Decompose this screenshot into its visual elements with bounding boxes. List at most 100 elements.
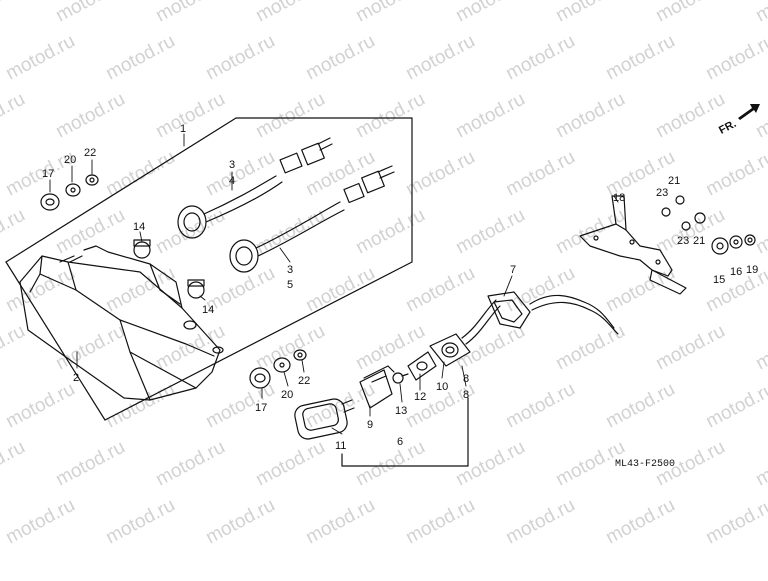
watermark-text: motod.ru bbox=[602, 379, 678, 433]
license-lamp-case bbox=[359, 365, 395, 409]
fastener-23-lower bbox=[681, 221, 691, 231]
watermark-text: motod.ru bbox=[552, 321, 628, 375]
watermark-text: motod.ru bbox=[752, 437, 768, 491]
watermark-text: motod.ru bbox=[702, 379, 768, 433]
watermark-text: motod.ru bbox=[102, 495, 178, 549]
watermark-text: motod.ru bbox=[52, 321, 128, 375]
watermark-text: motod.ru bbox=[352, 89, 428, 143]
watermark-text: motod.ru bbox=[352, 205, 428, 259]
callout-7: 7 bbox=[510, 264, 516, 276]
watermark-text: motod.ru bbox=[0, 437, 29, 491]
watermark-text: motod.ru bbox=[452, 321, 528, 375]
watermark-text: motod.ru bbox=[52, 0, 128, 26]
watermark-text: motod.ru bbox=[2, 495, 78, 549]
watermark-text: motod.ru bbox=[702, 31, 768, 85]
watermark-text: motod.ru bbox=[502, 31, 578, 85]
callout-20-lower: 20 bbox=[281, 389, 293, 401]
watermark-text: motod.ru bbox=[402, 147, 478, 201]
watermark-text: motod.ru bbox=[402, 31, 478, 85]
watermark-text: motod.ru bbox=[452, 205, 528, 259]
callout-20-upper: 20 bbox=[64, 154, 76, 166]
watermark-text: motod.ru bbox=[2, 379, 78, 433]
watermark-text: motod.ru bbox=[752, 321, 768, 375]
callout-2: 2 bbox=[73, 372, 79, 384]
license-bulb bbox=[392, 372, 409, 384]
callout-5: 5 bbox=[287, 279, 293, 291]
nut-lower bbox=[293, 349, 307, 361]
watermark-text: motod.ru bbox=[602, 495, 678, 549]
watermark-text: motod.ru bbox=[752, 89, 768, 143]
grommet-15 bbox=[711, 237, 729, 255]
callout-6: 6 bbox=[397, 436, 403, 448]
socket-harness-upper bbox=[177, 137, 333, 239]
callout-8-upper: 8 bbox=[463, 389, 469, 401]
watermark-text: motod.ru bbox=[602, 31, 678, 85]
watermark-text: motod.ru bbox=[452, 0, 528, 26]
watermark-text: motod.ru bbox=[152, 437, 228, 491]
watermark-text: motod.ru bbox=[202, 31, 278, 85]
watermark-text: motod.ru bbox=[152, 89, 228, 143]
callout-1: 1 bbox=[180, 123, 186, 135]
callout-22-lower: 22 bbox=[298, 375, 310, 387]
callout-21-lower: 21 bbox=[693, 235, 705, 247]
watermark-text: motod.ru bbox=[502, 379, 578, 433]
callout-18: 18 bbox=[613, 192, 625, 204]
watermark-text: motod.ru bbox=[402, 263, 478, 317]
watermark-text: motod.ru bbox=[552, 205, 628, 259]
watermark-text: motod.ru bbox=[252, 0, 328, 26]
watermark-text: motod.ru bbox=[752, 205, 768, 259]
watermark-text: motod.ru bbox=[252, 321, 328, 375]
watermark-text: motod.ru bbox=[102, 31, 178, 85]
nut-upper bbox=[85, 174, 99, 186]
direction-arrow-icon bbox=[738, 104, 760, 120]
watermark-text: motod.ru bbox=[402, 495, 478, 549]
watermark-text: motod.ru bbox=[52, 205, 128, 259]
leader-lines bbox=[49, 133, 619, 435]
callout-15: 15 bbox=[713, 274, 725, 286]
watermark-text: motod.ru bbox=[502, 495, 578, 549]
watermark-text: motod.ru bbox=[302, 495, 378, 549]
callout-21-upper: 21 bbox=[668, 175, 680, 187]
tail-lamp-lens bbox=[19, 245, 224, 401]
watermark-text: motod.ru bbox=[652, 0, 728, 26]
callout-3-upper: 3 bbox=[229, 159, 235, 171]
watermark-text: motod.ru bbox=[102, 379, 178, 433]
washer-16 bbox=[729, 235, 743, 249]
callout-17-lower: 17 bbox=[255, 402, 267, 414]
watermark-text: motod.ru bbox=[202, 495, 278, 549]
watermark-text: motod.ru bbox=[252, 89, 328, 143]
watermark-text: motod.ru bbox=[252, 437, 328, 491]
watermark-text: motod.ru bbox=[302, 263, 378, 317]
watermark-text: motod.ru bbox=[0, 89, 29, 143]
socket-harness-lower bbox=[229, 165, 395, 273]
watermark-text: motod.ru bbox=[452, 437, 528, 491]
watermark-text: motod.ru bbox=[0, 321, 29, 375]
grommet-lower bbox=[249, 367, 271, 389]
callout-16: 16 bbox=[730, 266, 742, 278]
watermark-text: motod.ru bbox=[0, 0, 29, 26]
callout-14-upper: 14 bbox=[133, 221, 145, 233]
fastener-23-upper bbox=[661, 207, 671, 217]
watermark-text: motod.ru bbox=[352, 0, 428, 26]
license-gasket bbox=[407, 351, 437, 381]
watermark-text: motod.ru bbox=[752, 0, 768, 26]
grommet-upper bbox=[40, 193, 60, 211]
watermark-text: motod.ru bbox=[702, 495, 768, 549]
watermark-text: motod.ru bbox=[502, 147, 578, 201]
callout-10: 10 bbox=[436, 381, 448, 393]
watermark-text: motod.ru bbox=[302, 31, 378, 85]
group-bracket-6 bbox=[341, 397, 469, 467]
watermark-text: motod.ru bbox=[102, 263, 178, 317]
watermark-text: motod.ru bbox=[52, 89, 128, 143]
direction-label: FR. bbox=[717, 118, 738, 137]
watermark-text: motod.ru bbox=[2, 31, 78, 85]
license-harness bbox=[461, 291, 619, 345]
fastener-21-lower bbox=[694, 212, 706, 224]
callout-8-lower: 8 bbox=[463, 373, 469, 385]
watermark-text: motod.ru bbox=[52, 437, 128, 491]
watermark-text: motod.ru bbox=[652, 205, 728, 259]
callout-23-lower: 23 bbox=[677, 235, 689, 247]
license-socket bbox=[429, 333, 471, 367]
bulb-lower bbox=[187, 279, 205, 299]
